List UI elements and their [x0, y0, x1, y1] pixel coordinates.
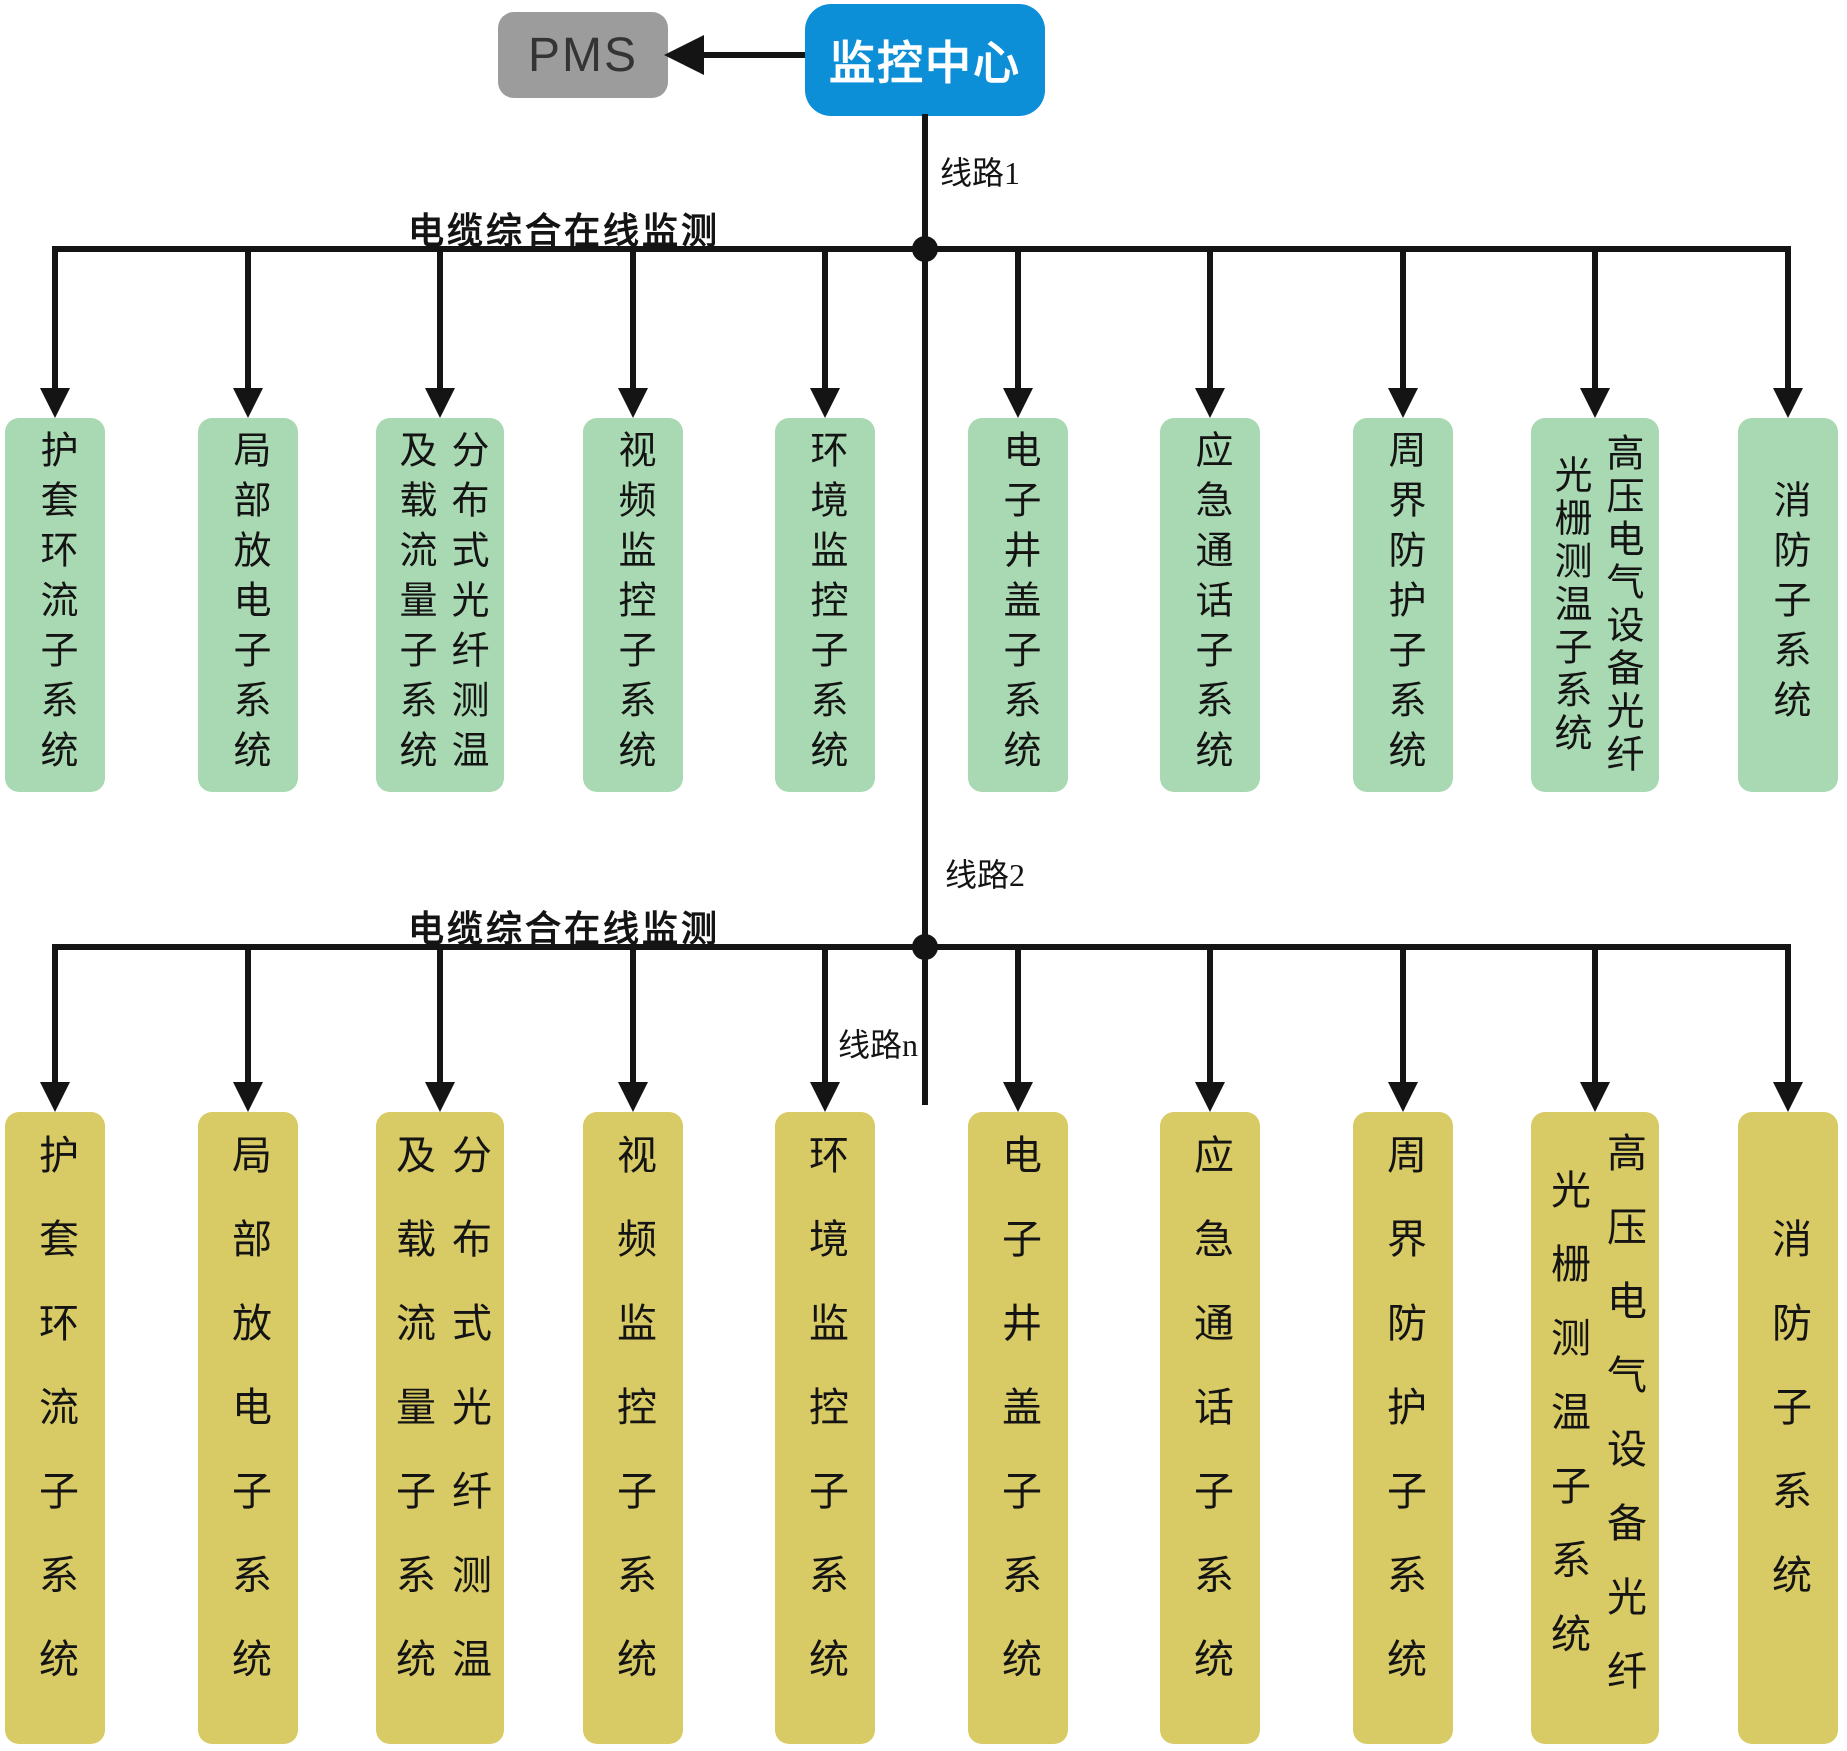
- down-arrowhead-icon: [1388, 1082, 1418, 1112]
- subsystem-label: 消防子系统: [1766, 1218, 1811, 1638]
- subsystem-label: 周界防护子系统: [1381, 1134, 1426, 1722]
- down-arrowhead-icon: [618, 388, 648, 418]
- down-arrowhead-icon: [425, 388, 455, 418]
- row2-arrow-stem: [1015, 946, 1021, 1084]
- down-arrowhead-icon: [1195, 1082, 1225, 1112]
- row1-subsystem-box: 分布式光纤测温及载流量子系统: [376, 418, 504, 792]
- subsystem-label: 高压电气设备光纤光栅测温子系统: [1545, 1132, 1646, 1724]
- subsystem-label: 视频监控子系统: [611, 1134, 656, 1722]
- row2-subsystem-box: 局部放电子系统: [198, 1112, 298, 1744]
- subsystem-label: 电子井盖子系统: [997, 430, 1039, 780]
- center-to-pms-connector: [704, 52, 805, 58]
- row2-subsystem-box: 护套环流子系统: [5, 1112, 105, 1744]
- down-arrowhead-icon: [1580, 1082, 1610, 1112]
- row2-arrow-stem: [822, 946, 828, 1084]
- subsystem-label: 环境监控子系统: [804, 430, 846, 780]
- junction-dot-2: [912, 934, 938, 960]
- row1-arrow-stem: [437, 248, 443, 390]
- row1-subsystem-box: 视频监控子系统: [583, 418, 683, 792]
- row1-arrow-stem: [822, 248, 828, 390]
- row2-subsystem-box: 分布式光纤测温及载流量子系统: [376, 1112, 504, 1744]
- row1-arrow-stem: [1015, 248, 1021, 390]
- subsystem-label: 消防子系统: [1767, 480, 1809, 730]
- row2-subsystem-box: 应急通话子系统: [1160, 1112, 1260, 1744]
- row2-subsystem-box: 电子井盖子系统: [968, 1112, 1068, 1744]
- row1-arrow-stem: [1592, 248, 1598, 390]
- row1-subsystem-box: 局部放电子系统: [198, 418, 298, 792]
- down-arrowhead-icon: [810, 388, 840, 418]
- down-arrowhead-icon: [233, 1082, 263, 1112]
- subsystem-label: 电子井盖子系统: [996, 1134, 1041, 1722]
- subsystem-label: 局部放电子系统: [226, 1134, 271, 1722]
- row2-subsystem-box: 视频监控子系统: [583, 1112, 683, 1744]
- row2-arrow-stem: [437, 946, 443, 1084]
- subsystem-label: 环境监控子系统: [803, 1134, 848, 1722]
- row1-arrow-stem: [245, 248, 251, 390]
- down-arrowhead-icon: [1195, 388, 1225, 418]
- row1-arrow-stem: [52, 248, 58, 390]
- pms-node: PMS: [498, 12, 668, 98]
- row1-subsystem-box: 消防子系统: [1738, 418, 1838, 792]
- row1-arrow-stem: [1207, 248, 1213, 390]
- down-arrowhead-icon: [1580, 388, 1610, 418]
- row1-subsystem-box: 环境监控子系统: [775, 418, 875, 792]
- down-arrowhead-icon: [425, 1082, 455, 1112]
- down-arrowhead-icon: [1388, 388, 1418, 418]
- down-arrowhead-icon: [40, 388, 70, 418]
- down-arrowhead-icon: [233, 388, 263, 418]
- row1-subsystem-box: 周界防护子系统: [1353, 418, 1453, 792]
- down-arrowhead-icon: [810, 1082, 840, 1112]
- subsystem-label: 视频监控子系统: [612, 430, 654, 780]
- line1-label: 线路1: [940, 155, 1021, 191]
- row2-subsystem-box: 环境监控子系统: [775, 1112, 875, 1744]
- junction-dot-1: [912, 236, 938, 262]
- row2-arrow-stem: [630, 946, 636, 1084]
- subsystem-label: 护套环流子系统: [33, 1134, 78, 1722]
- trunk-line: [922, 114, 928, 1105]
- subsystem-label: 局部放电子系统: [227, 430, 269, 780]
- subsystem-label: 应急通话子系统: [1189, 430, 1231, 780]
- down-arrowhead-icon: [1773, 1082, 1803, 1112]
- down-arrowhead-icon: [618, 1082, 648, 1112]
- row2-arrow-stem: [52, 946, 58, 1084]
- left-arrowhead-icon: [664, 35, 704, 75]
- subsystem-label: 护套环流子系统: [34, 430, 76, 780]
- row1-arrow-stem: [1400, 248, 1406, 390]
- monitoring-center-node: 监控中心: [805, 4, 1045, 116]
- row2-arrow-stem: [1400, 946, 1406, 1084]
- row1-subsystem-box: 护套环流子系统: [5, 418, 105, 792]
- bus2-title: 电缆综合在线监测: [408, 908, 721, 949]
- row1-subsystem-box: 高压电气设备光纤光栅测温子系统: [1531, 418, 1659, 792]
- bus1-title: 电缆综合在线监测: [408, 210, 721, 251]
- row2-subsystem-box: 消防子系统: [1738, 1112, 1838, 1744]
- subsystem-label: 分布式光纤测温及载流量子系统: [390, 1134, 491, 1722]
- subsystem-label: 高压电气设备光纤光栅测温子系统: [1548, 433, 1642, 777]
- row2-arrow-stem: [1592, 946, 1598, 1084]
- subsystem-label: 分布式光纤测温及载流量子系统: [393, 430, 487, 780]
- row2-subsystem-box: 高压电气设备光纤光栅测温子系统: [1531, 1112, 1659, 1744]
- down-arrowhead-icon: [1003, 388, 1033, 418]
- row1-arrow-stem: [1785, 248, 1791, 390]
- row2-arrow-stem: [1785, 946, 1791, 1084]
- down-arrowhead-icon: [1773, 388, 1803, 418]
- row2-arrow-stem: [1207, 946, 1213, 1084]
- row1-subsystem-box: 电子井盖子系统: [968, 418, 1068, 792]
- subsystem-label: 周界防护子系统: [1382, 430, 1424, 780]
- row2-arrow-stem: [245, 946, 251, 1084]
- row1-arrow-stem: [630, 248, 636, 390]
- row2-subsystem-box: 周界防护子系统: [1353, 1112, 1453, 1744]
- line-n-label: 线路n: [838, 1027, 919, 1063]
- line2-label: 线路2: [945, 857, 1026, 893]
- subsystem-label: 应急通话子系统: [1188, 1134, 1233, 1722]
- row1-subsystem-box: 应急通话子系统: [1160, 418, 1260, 792]
- down-arrowhead-icon: [40, 1082, 70, 1112]
- down-arrowhead-icon: [1003, 1082, 1033, 1112]
